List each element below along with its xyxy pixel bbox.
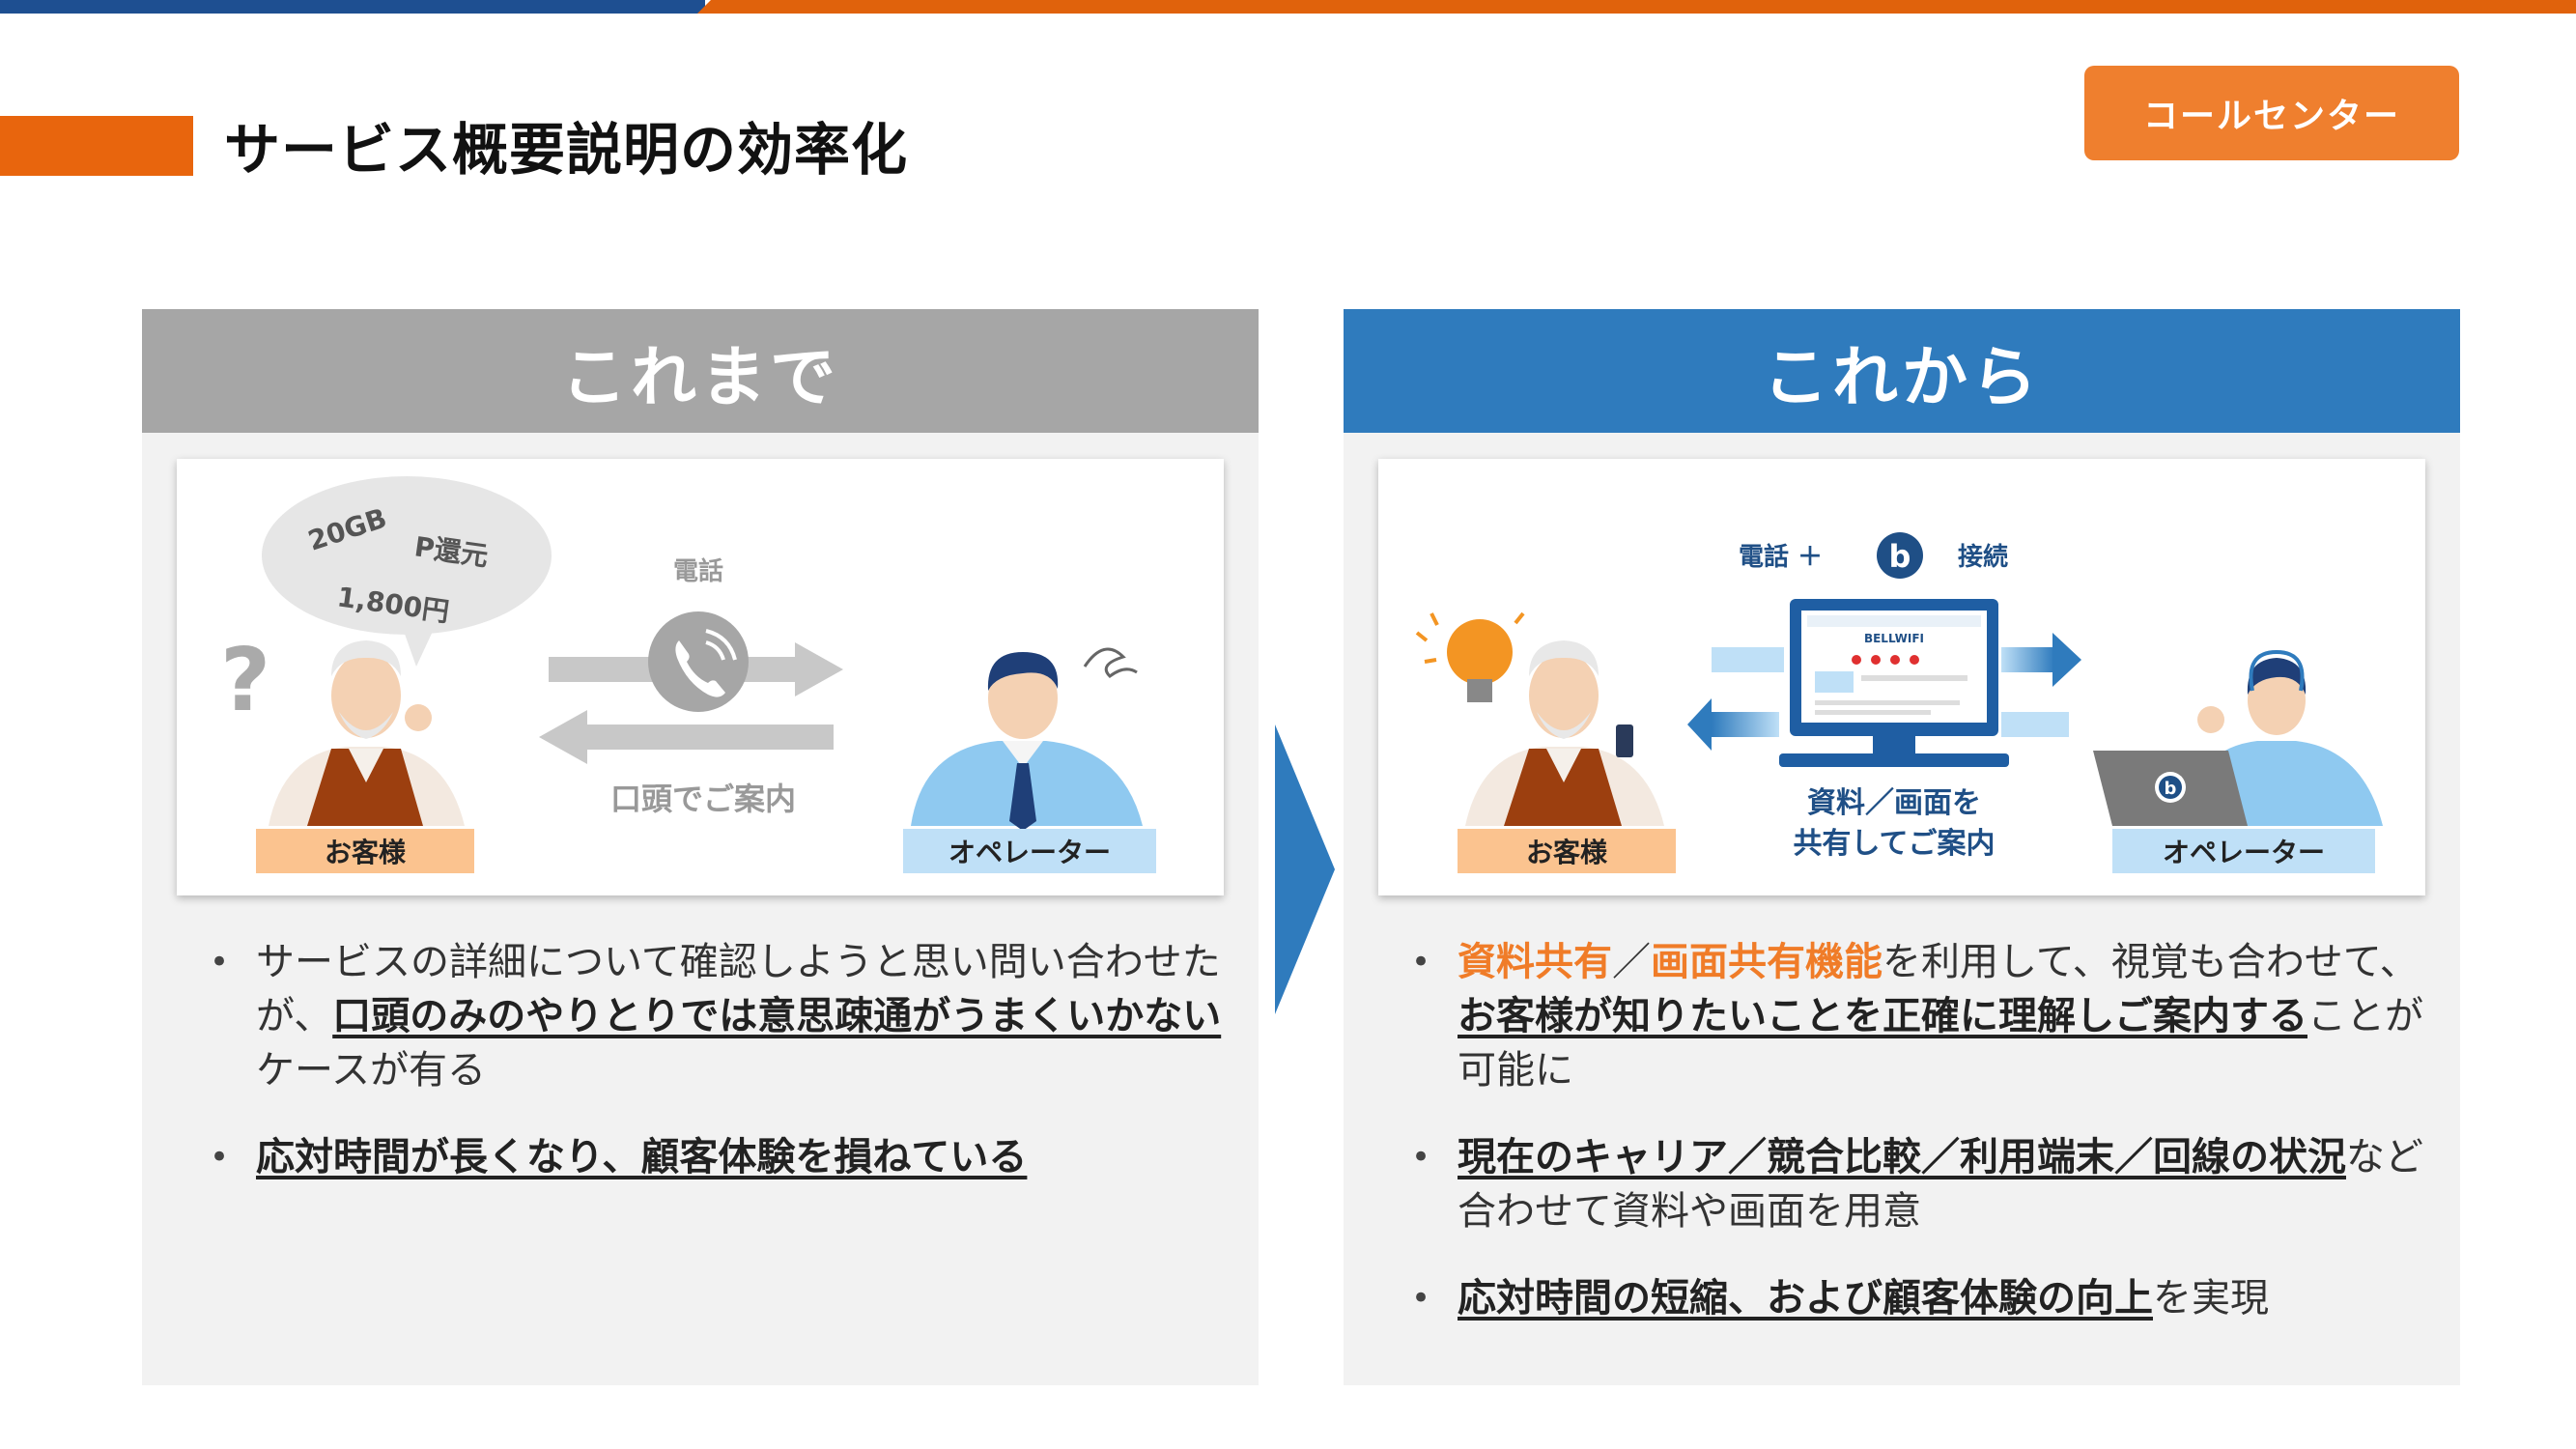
top-bar-orange <box>697 0 2576 14</box>
category-badge: コールセンター <box>2084 66 2459 160</box>
bullet-highlight: 画面共有機能 <box>1651 940 1882 984</box>
bullet-highlight: 資料共有 <box>1458 940 1612 984</box>
operator-label: オペレーター <box>903 829 1156 873</box>
bullet-text: サービスの詳細について確認しようと思い問い合わせたが、 <box>256 940 1221 1038</box>
bullet-item: 現在のキャリア／競合比較／利用端末／回線の状況など合わせて資料や画面を用意 <box>1401 1130 2425 1238</box>
operator-label: オペレーター <box>2112 829 2375 873</box>
speech-bubble: 20GB P還元 1,800円 <box>262 476 552 667</box>
before-heading: これまで <box>142 309 1259 433</box>
title-accent-bar <box>0 116 193 176</box>
svg-text:b: b <box>2165 779 2177 799</box>
bullet-item: 応対時間の短縮、および顧客体験の向上を実現 <box>1401 1271 2425 1325</box>
bullet-emphasis: 現在のキャリア／競合比較／利用端末／回線の状況 <box>1458 1135 2346 1179</box>
bullet-item: サービスの詳細について確認しようと思い問い合わせたが、口頭のみのやりとりでは意思… <box>200 935 1224 1097</box>
before-panel: これまで 20GB P還元 1,800円 ? <box>142 309 1259 1385</box>
after-illustration-svg: 電話 ＋ b 接続 <box>1415 532 2383 861</box>
share-line-2: 共有してご案内 <box>1793 827 1995 861</box>
connect-suffix: 接続 <box>1958 542 2008 572</box>
operator-figure <box>911 647 1143 831</box>
customer-label: お客様 <box>256 829 474 873</box>
phone-icon <box>648 611 749 712</box>
bullet-text: ことが可能に <box>1458 994 2423 1093</box>
share-line-1: 資料／画面を <box>1807 786 1981 820</box>
chevron-right-icon <box>1275 724 1335 1014</box>
before-illustration-svg: 20GB P還元 1,800円 ? <box>220 476 1143 831</box>
bullet-item: 資料共有／画面共有機能を利用して、視覚も合わせて、お客様が知りたいことを正確に理… <box>1401 935 2425 1097</box>
bullet-text: を利用して、視覚も合わせて、 <box>1882 940 2419 984</box>
after-heading: これから <box>1344 309 2460 433</box>
phone-label: 電話 <box>673 556 723 586</box>
bullet-emphasis: 応対時間の短縮、および顧客体験の向上 <box>1458 1276 2153 1321</box>
customer-label: お客様 <box>1458 829 1676 873</box>
before-bullet-list: サービスの詳細について確認しようと思い問い合わせたが、口頭のみのやりとりでは意思… <box>200 935 1224 1217</box>
bullet-text: ケースが有る <box>256 1048 486 1093</box>
svg-text:b: b <box>1889 538 1911 575</box>
bullet-text: など合わせて資料や画面を用意 <box>1458 1135 2423 1234</box>
bullet-emphasis: お客様が知りたいことを正確に理解しご案内する <box>1458 994 2307 1038</box>
monitor-icon: BELLWIFI <box>1779 599 2009 767</box>
after-bullet-list: 資料共有／画面共有機能を利用して、視覚も合わせて、お客様が知りたいことを正確に理… <box>1401 935 2425 1358</box>
connect-prefix: 電話 ＋ <box>1739 542 1823 572</box>
laptop-icon: b <box>2093 751 2248 826</box>
b-logo-icon: b <box>1877 532 1923 579</box>
bullet-text: ／ <box>1612 940 1651 984</box>
verbal-label: 口頭でご案内 <box>610 781 796 817</box>
page-title: サービス概要説明の効率化 <box>224 117 909 183</box>
after-panel: これから 電話 ＋ b 接続 <box>1344 309 2460 1385</box>
screen-title: BELLWIFI <box>1864 632 1924 645</box>
after-illustration: 電話 ＋ b 接続 <box>1378 459 2425 895</box>
bullet-emphasis: 口頭のみのやりとりでは意思疎通がうまくいかない <box>332 994 1222 1038</box>
customer-figure <box>1465 640 1664 826</box>
top-accent-bar <box>0 0 2576 14</box>
top-bar-blue <box>0 0 705 14</box>
question-mark: ? <box>220 630 270 731</box>
bullet-item: 応対時間が長くなり、顧客体験を損ねている <box>200 1130 1224 1184</box>
bullet-text: を実現 <box>2153 1276 2269 1321</box>
before-illustration: 20GB P還元 1,800円 ? <box>177 459 1224 895</box>
bullet-emphasis: 応対時間が長くなり、顧客体験を損ねている <box>256 1135 1028 1179</box>
two-way-arrows <box>539 642 843 764</box>
share-arrows <box>1687 633 2081 751</box>
customer-figure <box>269 640 465 826</box>
lightbulb-icon <box>1415 611 1525 702</box>
